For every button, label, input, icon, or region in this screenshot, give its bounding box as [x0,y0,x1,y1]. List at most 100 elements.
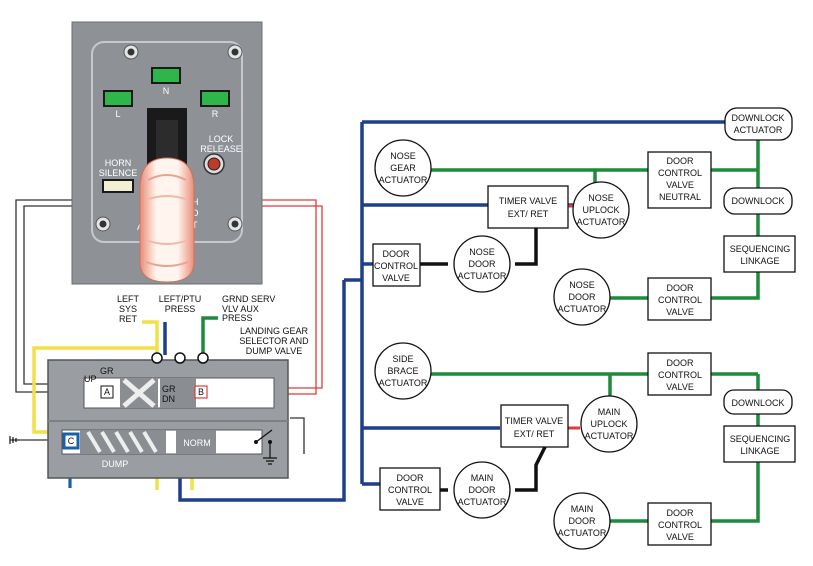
horn-silence-label-2: SILENCE [99,168,138,178]
svg-text:DOWNLOCK: DOWNLOCK [731,113,784,123]
svg-text:TIMER VALVE: TIMER VALVE [499,196,557,206]
main-sequencing-linkage: SEQUENCING LINKAGE [723,425,796,463]
nose-gear-actuator: NOSE GEAR ACTUATOR [374,139,432,197]
gear-handle-knob[interactable] [139,157,195,283]
svg-text:CONTROL: CONTROL [658,295,702,305]
screw-icon [123,44,139,60]
port-b-label: B [198,387,204,397]
svg-text:VALVE: VALVE [666,382,694,392]
gr-dn-label-1: GR [162,384,176,394]
main-door-actuator: MAIN DOOR ACTUATOR [453,461,511,519]
gr-up-label-1: GR [100,366,114,376]
nose-door-control-valve-neutral: DOOR CONTROL VALVE NEUTRAL [647,151,712,209]
svg-text:SIDE: SIDE [392,354,413,364]
svg-text:TIMER VALVE: TIMER VALVE [505,416,563,426]
green-return-lines [201,140,760,523]
left-sys-ret-label-1: LEFT [117,294,140,304]
svg-text:BRACE: BRACE [387,366,418,376]
nose-door-actuator: NOSE DOOR ACTUATOR [453,235,511,293]
left-sys-ret-label-2: SYS [119,304,137,314]
svg-text:DOOR: DOOR [469,259,497,269]
main-door-control-valve: DOOR CONTROL VALVE [647,352,712,396]
svg-text:VALVE: VALVE [382,273,410,283]
nose-downlock: DOWNLOCK [723,187,793,215]
screw-icon [227,216,243,232]
svg-text:VALVE: VALVE [666,532,694,542]
svg-text:SEQUENCING: SEQUENCING [730,244,791,254]
svg-text:ACTUATOR: ACTUATOR [379,175,428,185]
side-brace-actuator: SIDE BRACE ACTUATOR [374,342,432,400]
horn-silence-button[interactable] [102,179,134,193]
lock-release-label-1: LOCK [209,134,234,144]
left-sys-ret-label-3: RET [119,314,138,324]
port-c-label: C [68,436,75,446]
svg-text:VALVE: VALVE [396,497,424,507]
horn-silence-label-1: HORN [105,158,132,168]
svg-text:UPLOCK: UPLOCK [582,205,619,215]
main-door-actuator-2: MAIN DOOR ACTUATOR [553,492,611,550]
svg-text:ACTUATOR: ACTUATOR [458,271,507,281]
svg-text:SEQUENCING: SEQUENCING [730,434,791,444]
port-a-label: A [104,387,110,397]
main-door-control-valve-lower: DOOR CONTROL VALVE [379,467,441,511]
screw-icon [95,216,111,232]
valve-title-2: SELECTOR AND [239,336,309,346]
svg-text:DOWNLOCK: DOWNLOCK [731,196,784,206]
svg-text:MAIN: MAIN [471,473,494,483]
handle-fragment-t: T [192,220,198,230]
svg-text:CONTROL: CONTROL [658,520,702,530]
svg-text:LINKAGE: LINKAGE [740,256,779,266]
valve-title-3: DUMP VALVE [246,346,303,356]
svg-text:DOOR: DOOR [667,508,695,518]
svg-text:NOSE: NOSE [588,193,614,203]
lock-release-button[interactable] [203,153,225,175]
left-ptu-press-label-2: PRESS [165,304,196,314]
nose-door-control-valve: DOOR CONTROL VALVE [372,243,421,287]
svg-text:MAIN: MAIN [571,504,594,514]
svg-text:ACTUATOR: ACTUATOR [577,217,626,227]
svg-text:DOOR: DOOR [469,485,497,495]
grnd-serv-label-2: VLV AUX [222,304,259,314]
valve-title-1: LANDING GEAR [240,326,309,336]
svg-text:GEAR: GEAR [390,163,416,173]
nose-downlock-actuator: DOWNLOCK ACTUATOR [724,107,793,141]
svg-text:DOOR: DOOR [667,358,695,368]
lock-release-label-2: RELEASE [200,144,242,154]
black-connector-lines [420,228,547,492]
gr-up-label-2: UP [84,374,97,384]
svg-text:CONTROL: CONTROL [374,261,418,271]
svg-text:ACTUATOR: ACTUATOR [558,304,607,314]
svg-text:CONTROL: CONTROL [388,485,432,495]
svg-text:DOOR: DOOR [383,249,411,259]
svg-text:MAIN: MAIN [598,407,621,417]
main-uplock-actuator: MAIN UPLOCK ACTUATOR [580,395,638,453]
svg-text:DOOR: DOOR [397,473,425,483]
norm-label: NORM [183,438,211,448]
svg-text:DOOR: DOOR [667,283,695,293]
gear-light-l-label: L [115,109,120,119]
svg-text:DOOR: DOOR [667,156,695,166]
svg-text:ACTUATOR: ACTUATOR [558,528,607,538]
gear-light-r-label: R [212,109,219,119]
grnd-serv-label-3: PRESS [222,313,253,323]
main-timer-valve: TIMER VALVE EXT/ RET [500,404,569,448]
gear-light-r [200,90,230,107]
selector-dump-valve [47,359,289,479]
nose-door-control-valve-2: DOOR CONTROL VALVE [647,277,712,321]
svg-text:NOSE: NOSE [390,151,416,161]
svg-text:NOSE: NOSE [569,280,595,290]
landing-gear-control-panel: N L R LOCK RELEASE HORN SILENCE C A H D … [71,21,263,285]
screw-icon [227,44,243,60]
svg-text:VALVE: VALVE [666,307,694,317]
grnd-serv-label-1: GRND SERV [222,294,275,304]
dump-label: DUMP [102,459,129,469]
left-ptu-press-label-1: LEFT/PTU [159,294,202,304]
main-door-control-valve-2: DOOR CONTROL VALVE [647,502,712,546]
svg-text:LINKAGE: LINKAGE [740,446,779,456]
gr-dn-label-2: DN [162,394,175,404]
svg-text:EXT/ RET: EXT/ RET [508,209,549,219]
handle-fragment-h: H [192,197,199,207]
svg-text:VALVE: VALVE [666,180,694,190]
port-junctions [151,352,209,364]
svg-text:EXT/ RET: EXT/ RET [514,429,555,439]
